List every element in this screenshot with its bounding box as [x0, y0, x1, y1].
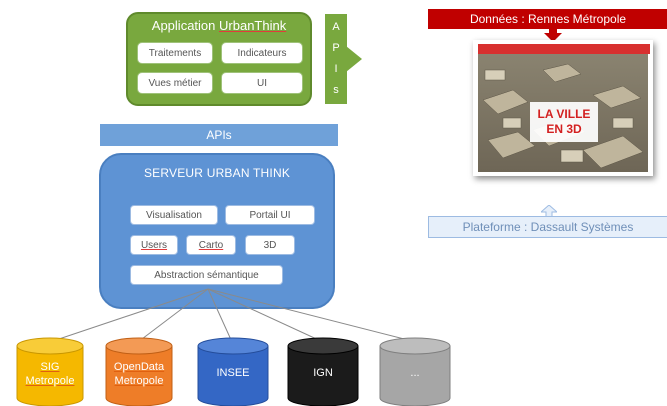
apis-right-arrow-icon — [346, 46, 362, 72]
module-ui: UI — [221, 72, 303, 94]
city-caption-line2: EN 3D — [546, 122, 582, 136]
module-indicateurs: Indicateurs — [221, 42, 303, 64]
down-arrow-icon — [544, 28, 562, 42]
module-users: Users — [130, 235, 178, 255]
source-sig-metropole: SIG Metropole — [16, 336, 84, 406]
connector-line — [207, 288, 417, 343]
module-visualisation: Visualisation — [130, 205, 218, 225]
cylinder-icon — [105, 337, 173, 406]
module-3d: 3D — [245, 235, 295, 255]
source-label-line2: Metropole — [114, 375, 164, 387]
apis-letter: s — [333, 84, 339, 96]
city-3d-illustration — [478, 54, 648, 172]
source-label: ... — [410, 367, 420, 379]
apis-letter: P — [332, 42, 340, 54]
up-arrow-icon — [541, 205, 557, 217]
city-3d-caption: LA VILLE EN 3D — [530, 104, 598, 140]
apis-vertical-block: A P I s — [325, 14, 347, 104]
server-title: SERVEUR URBAN THINK — [143, 166, 291, 180]
application-title-brand: UrbanThink — [219, 17, 287, 33]
city-app-titlebar — [478, 44, 650, 54]
apis-letter: A — [332, 21, 340, 33]
donnees-header: Données : Rennes Métropole — [428, 9, 667, 29]
city-caption-line1: LA VILLE — [537, 107, 591, 121]
module-vues-metier: Vues métier — [137, 72, 213, 94]
apis-letter: I — [334, 63, 338, 75]
source-label: INSEE — [216, 367, 250, 379]
apis-bar: APIs — [100, 124, 338, 146]
cylinder-icon — [16, 337, 84, 406]
source-label-line2: Metropole — [25, 375, 75, 387]
source-label-line1: OpenData — [113, 361, 165, 373]
city-3d-image: LA VILLE EN 3D — [473, 40, 653, 176]
source-insee: INSEE — [197, 336, 269, 406]
connector-line — [207, 288, 233, 343]
source-opendata-metropole: OpenData Metropole — [105, 336, 173, 406]
connector-line — [49, 288, 209, 343]
cylinder-icon — [287, 337, 359, 406]
application-title: Application UrbanThink — [126, 14, 312, 36]
source-ign: IGN — [287, 336, 359, 406]
cylinder-icon — [197, 337, 269, 406]
application-title-prefix: Application — [151, 17, 216, 33]
module-traitements: Traitements — [137, 42, 213, 64]
connector-line — [207, 288, 324, 343]
source-other: ... — [379, 336, 451, 406]
module-portail-ui: Portail UI — [225, 205, 315, 225]
module-carto: Carto — [186, 235, 236, 255]
plateforme-box: Plateforme : Dassault Systèmes — [428, 216, 667, 238]
source-label-line1: SIG — [40, 361, 60, 373]
connector-line — [137, 288, 209, 343]
module-abstraction-semantique: Abstraction sémantique — [130, 265, 283, 285]
source-label: IGN — [313, 367, 333, 379]
